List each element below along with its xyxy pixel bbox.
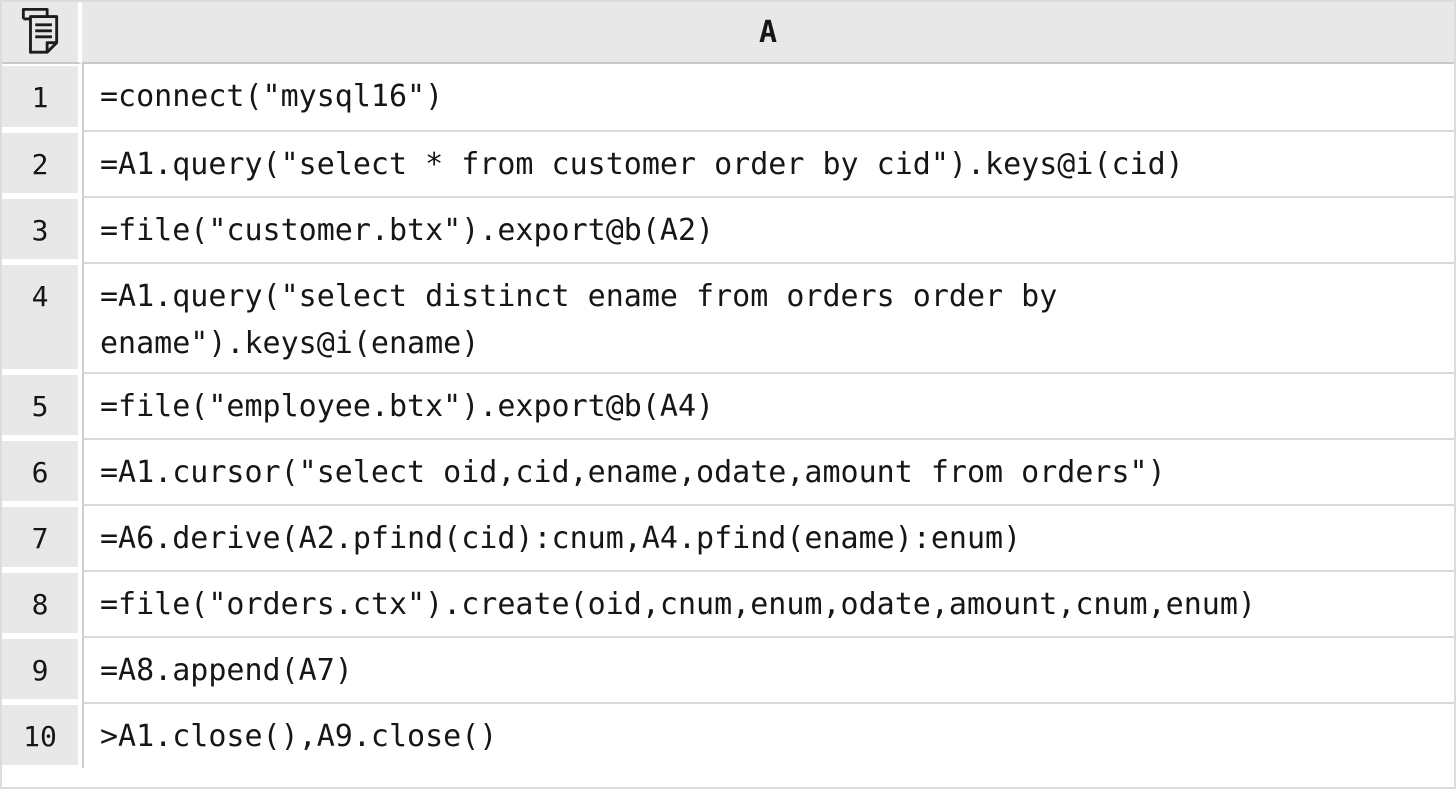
column-header-A[interactable]: A (82, 2, 1454, 64)
row-header-2[interactable]: 2 (2, 130, 82, 196)
row-header-9[interactable]: 9 (2, 636, 82, 702)
spreadsheet-grid: A 1 =connect("mysql16") 2 =A1.query("sel… (2, 2, 1454, 768)
row-9: 9 =A8.append(A7) (2, 636, 1454, 702)
cell-A6[interactable]: =A1.cursor("select oid,cid,ename,odate,a… (82, 438, 1454, 504)
row-header-8[interactable]: 8 (2, 570, 82, 636)
row-header-3[interactable]: 3 (2, 196, 82, 262)
cell-A2[interactable]: =A1.query("select * from customer order … (82, 130, 1454, 196)
row-3: 3 =file("customer.btx").export@b(A2) (2, 196, 1454, 262)
row-4: 4 =A1.query("select distinct ename from … (2, 262, 1454, 372)
row-header-7[interactable]: 7 (2, 504, 82, 570)
cell-A10[interactable]: >A1.close(),A9.close() (82, 702, 1454, 768)
row-10: 10 >A1.close(),A9.close() (2, 702, 1454, 768)
cell-A9[interactable]: =A8.append(A7) (82, 636, 1454, 702)
select-all-corner[interactable] (2, 2, 82, 64)
row-header-5[interactable]: 5 (2, 372, 82, 438)
row-7: 7 =A6.derive(A2.pfind(cid):cnum,A4.pfind… (2, 504, 1454, 570)
copy-pages-icon (2, 7, 78, 57)
row-header-10[interactable]: 10 (2, 702, 82, 768)
row-header-4[interactable]: 4 (2, 262, 82, 372)
cell-A4[interactable]: =A1.query("select distinct ename from or… (82, 262, 1454, 372)
cell-A1[interactable]: =connect("mysql16") (82, 64, 1454, 130)
cell-A3[interactable]: =file("customer.btx").export@b(A2) (82, 196, 1454, 262)
row-6: 6 =A1.cursor("select oid,cid,ename,odate… (2, 438, 1454, 504)
row-5: 5 =file("employee.btx").export@b(A4) (2, 372, 1454, 438)
header-row: A (2, 2, 1454, 64)
cell-A5[interactable]: =file("employee.btx").export@b(A4) (82, 372, 1454, 438)
row-2: 2 =A1.query("select * from customer orde… (2, 130, 1454, 196)
cell-A8[interactable]: =file("orders.ctx").create(oid,cnum,enum… (82, 570, 1454, 636)
cell-A7[interactable]: =A6.derive(A2.pfind(cid):cnum,A4.pfind(e… (82, 504, 1454, 570)
row-8: 8 =file("orders.ctx").create(oid,cnum,en… (2, 570, 1454, 636)
row-header-1[interactable]: 1 (2, 64, 82, 130)
row-header-6[interactable]: 6 (2, 438, 82, 504)
row-1: 1 =connect("mysql16") (2, 64, 1454, 130)
